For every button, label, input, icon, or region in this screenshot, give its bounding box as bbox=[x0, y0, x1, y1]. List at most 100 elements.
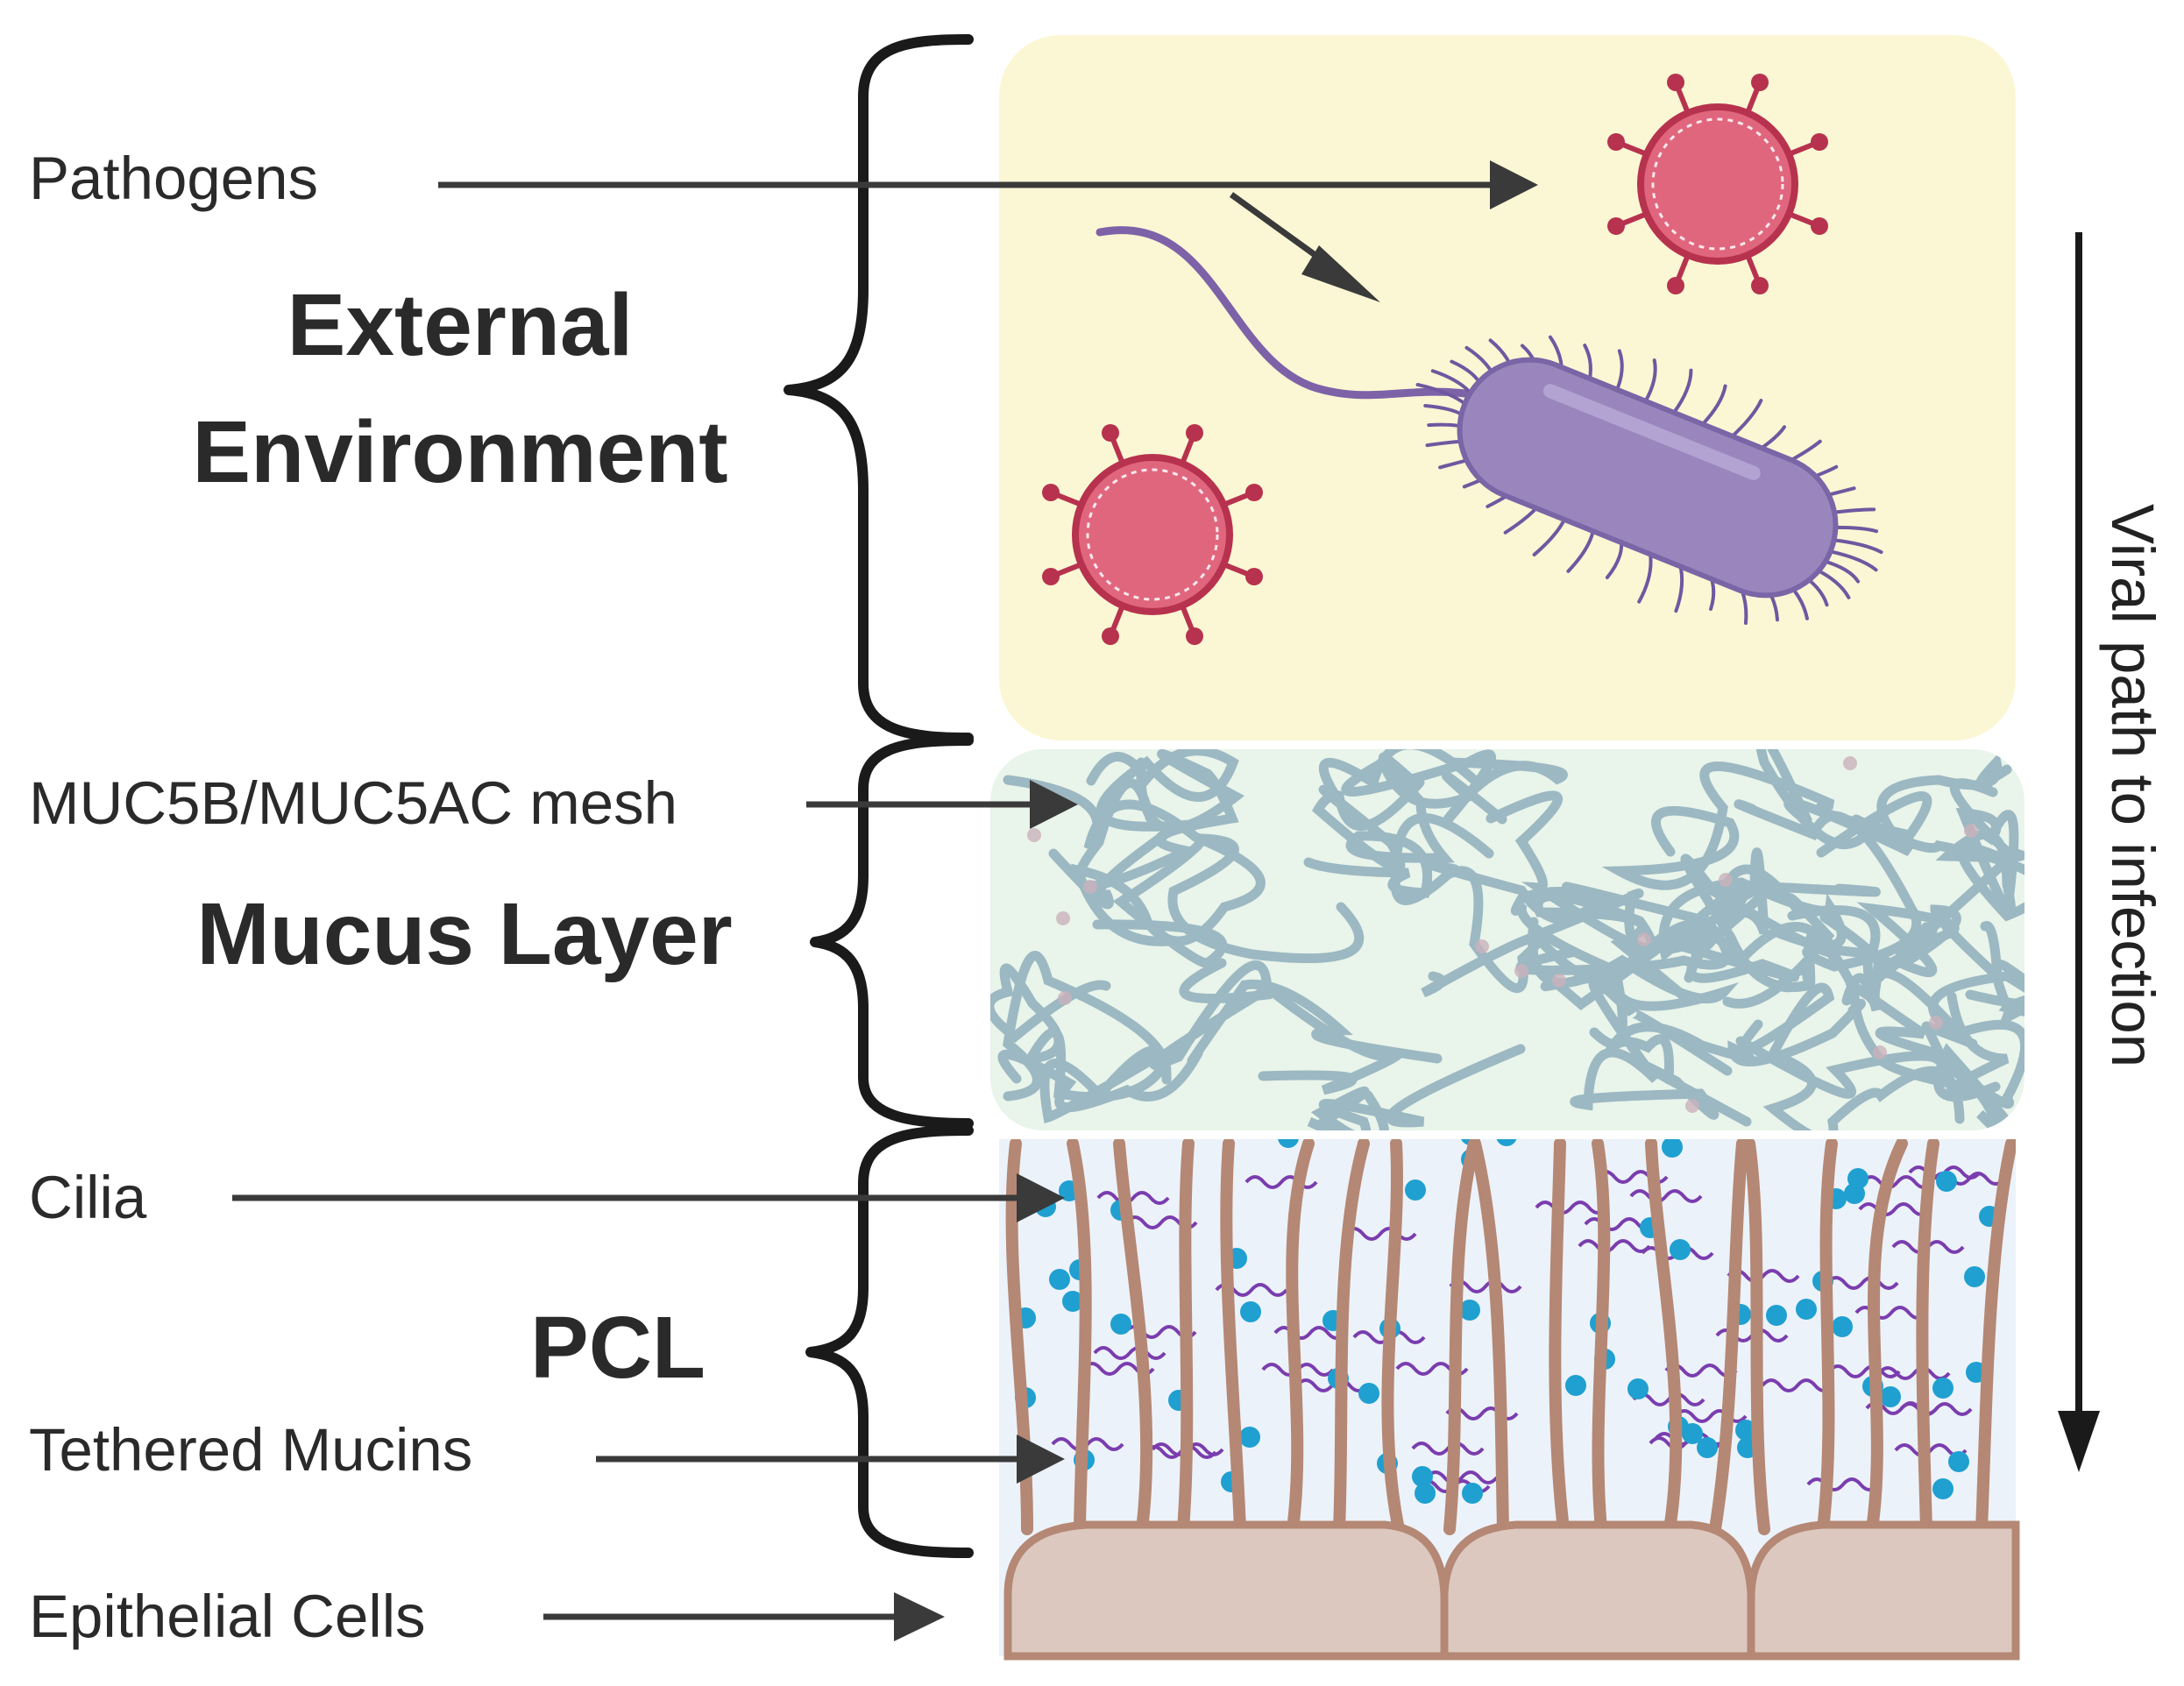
tethered-mucin bbox=[1761, 1378, 1834, 1392]
pcl-particle bbox=[1110, 1314, 1131, 1335]
pcl-particle bbox=[1240, 1301, 1261, 1322]
mucin-fibre bbox=[1074, 749, 1245, 890]
tethered-mucin bbox=[1096, 1191, 1170, 1205]
virus-spike-tip bbox=[1811, 133, 1828, 151]
pcl-heading: PCL bbox=[530, 1299, 706, 1397]
bacterium-pilus bbox=[1700, 384, 1727, 427]
virus-spike-tip bbox=[1186, 424, 1203, 442]
tethered-mucin bbox=[1861, 1175, 1934, 1189]
mucin-fibre bbox=[1311, 749, 1479, 873]
mucin-fibre bbox=[1935, 778, 2024, 919]
virus-spike-tip bbox=[1607, 133, 1625, 151]
virus-spike-tip bbox=[1102, 627, 1119, 645]
mesh-arrowhead bbox=[1030, 780, 1078, 829]
mucin-fibre bbox=[1928, 959, 2024, 1040]
virus-spike-tip bbox=[1751, 277, 1769, 294]
cilium bbox=[1286, 1139, 1315, 1535]
mucin-mesh bbox=[990, 749, 2024, 1130]
virus bbox=[1042, 424, 1263, 645]
virus-spike-tip bbox=[1667, 277, 1684, 294]
cilium bbox=[1866, 1139, 1908, 1535]
pcl-particle bbox=[1880, 1386, 1901, 1407]
mucin-fibre bbox=[1658, 847, 1881, 963]
pcl-particle bbox=[1796, 1299, 1817, 1320]
mesh-particle bbox=[1719, 873, 1733, 887]
external-environment-heading-line2: Environment bbox=[192, 403, 727, 501]
cilium bbox=[1975, 1139, 2016, 1535]
virus-spike-tip bbox=[1042, 568, 1060, 585]
cilium bbox=[1549, 1139, 1570, 1535]
pcl-particle bbox=[1239, 1427, 1260, 1448]
pcl-particle bbox=[1627, 1378, 1649, 1399]
pcl-particle bbox=[1412, 1466, 1433, 1487]
cilium bbox=[1916, 1139, 1939, 1535]
mucin-fibre bbox=[1601, 762, 1932, 890]
mesh-particle bbox=[1475, 939, 1489, 953]
cilia-label: Cilia bbox=[29, 1164, 147, 1231]
tethered-mucin bbox=[1827, 1364, 1901, 1378]
cilium bbox=[1177, 1139, 1195, 1535]
virus-envelope bbox=[1086, 468, 1219, 601]
pcl-particle bbox=[1964, 1266, 1985, 1287]
mesh-particle bbox=[1056, 911, 1070, 925]
mucin-fibre bbox=[1856, 902, 2003, 988]
cilium bbox=[1592, 1139, 1611, 1535]
mucin-fibre bbox=[1003, 775, 1266, 946]
virus-spike-tip bbox=[1811, 217, 1828, 235]
pcl-particle bbox=[1459, 1300, 1480, 1321]
tethered-mucin bbox=[1578, 1239, 1651, 1253]
pcl-particle bbox=[1832, 1316, 1853, 1337]
external-environment-brace bbox=[784, 34, 974, 743]
mesh-particle bbox=[1873, 1045, 1887, 1059]
pcl-particle bbox=[1697, 1437, 1718, 1458]
virus-spike-tip bbox=[1102, 424, 1119, 442]
epithelial-cells-arrowhead bbox=[894, 1592, 945, 1641]
mucin-fibre bbox=[1921, 1021, 2024, 1130]
bacterium-pilus bbox=[1828, 549, 1878, 572]
pcl-particle bbox=[1932, 1478, 1954, 1499]
label-arrows bbox=[232, 160, 1538, 1641]
pathogens-arrowhead bbox=[1490, 160, 1538, 209]
bacterium-pilus bbox=[1671, 368, 1693, 414]
mucin-fibre bbox=[1341, 749, 1568, 826]
epithelial-cells-label: Epithelial Cells bbox=[29, 1583, 426, 1650]
tethered-mucins-arrowhead bbox=[1017, 1435, 1065, 1484]
bacterium-pilus bbox=[1643, 358, 1657, 404]
tethered-mucin bbox=[1629, 1189, 1703, 1203]
pcl-particle bbox=[1415, 1483, 1436, 1504]
pcl-particle bbox=[1062, 1291, 1083, 1312]
pcl-particle bbox=[1462, 1483, 1483, 1504]
cilia-arrowhead bbox=[1017, 1173, 1065, 1222]
pcl-particle bbox=[1662, 1139, 1683, 1158]
epithelial-cell bbox=[1003, 1520, 1449, 1661]
cilium bbox=[1113, 1139, 1153, 1535]
virus-envelope bbox=[1651, 117, 1784, 251]
pcl-brace bbox=[805, 1125, 974, 1558]
cilium bbox=[1381, 1139, 1405, 1535]
bacterium-body bbox=[1457, 357, 1839, 599]
virus-capsid bbox=[1072, 454, 1233, 615]
virus-spike-tip bbox=[1667, 74, 1684, 91]
pcl-particle bbox=[1049, 1269, 1070, 1290]
tethered-mucin bbox=[1877, 1366, 1951, 1380]
tethered-mucins-label: Tethered Mucins bbox=[29, 1416, 472, 1484]
mucin-fibre bbox=[1737, 982, 1965, 1130]
cilia bbox=[1005, 1139, 2016, 1535]
bacterium bbox=[1096, 226, 1883, 626]
virus-spike-tip bbox=[1245, 484, 1263, 501]
mesh-particle bbox=[1514, 964, 1528, 978]
mucin-fibre bbox=[1424, 859, 1732, 975]
virus-capsid bbox=[1637, 103, 1798, 265]
cilium bbox=[1067, 1139, 1092, 1535]
mesh-particle bbox=[1083, 880, 1097, 894]
epithelial-cell bbox=[1440, 1520, 1755, 1661]
mesh-particle bbox=[1685, 1099, 1699, 1113]
viral-path-label: Viral path to infection bbox=[2099, 504, 2166, 1067]
pathogens-arrow-branch-head bbox=[1301, 245, 1380, 302]
mucin-fibre bbox=[1048, 749, 1239, 910]
pcl-particle bbox=[1847, 1168, 1868, 1189]
bacterium-pilus bbox=[1830, 538, 1883, 555]
cilium bbox=[1333, 1139, 1370, 1535]
tethered-mucin bbox=[1858, 1202, 1932, 1216]
cilium bbox=[1817, 1139, 1838, 1535]
